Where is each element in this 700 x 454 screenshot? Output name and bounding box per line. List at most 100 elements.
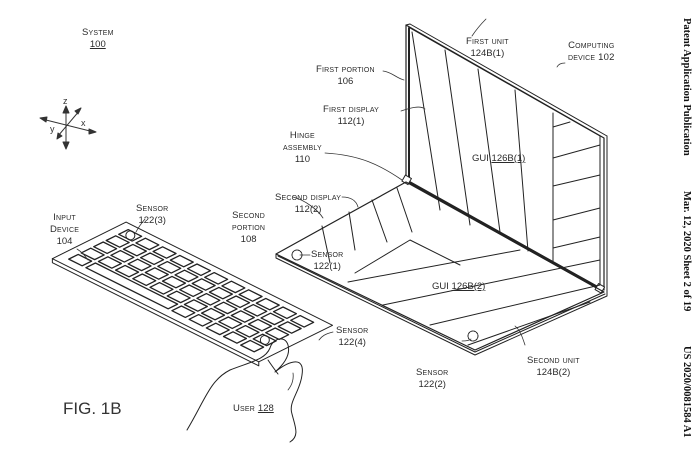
- keyboard-key: [105, 235, 130, 248]
- keyboard-key: [188, 313, 213, 327]
- leader-lines: [76, 18, 566, 391]
- label-sensor-1-ref: 122(1): [313, 261, 341, 272]
- label-sensor-4-ref: 122(4): [338, 337, 366, 348]
- keyboard-key: [186, 263, 212, 277]
- label-sensor-3: Sensor 122(3): [136, 203, 168, 227]
- label-second-portion-line1: Second: [232, 210, 265, 221]
- header-publication: Patent Application Publication: [681, 18, 692, 156]
- keyboard-key: [97, 256, 122, 269]
- keyboard-key: [183, 299, 208, 312]
- keyboard-key: [208, 286, 233, 300]
- keyboard-key: [222, 331, 248, 344]
- label-first-portion-name: First portion: [316, 64, 375, 75]
- keyboard-key: [213, 301, 238, 315]
- label-gui-2: GUI 126B(2): [432, 281, 485, 293]
- keyboard-key: [169, 254, 194, 268]
- keyboard-key: [171, 305, 196, 319]
- keyboard-key: [166, 290, 191, 304]
- keyboard-key: [80, 247, 105, 261]
- keyboard-key: [243, 303, 268, 317]
- label-input-device-line2: Device: [50, 224, 80, 235]
- keyboard-key: [290, 314, 315, 328]
- keyboard-base: [51, 221, 334, 363]
- sensor-122-3: [125, 230, 136, 241]
- label-hinge-line1: Hinge: [289, 130, 315, 141]
- label-sensor-1-name: Sensor: [311, 249, 344, 260]
- keyboard-key: [110, 249, 135, 263]
- keyboard-key: [149, 281, 174, 295]
- label-user: User 128: [233, 403, 274, 415]
- keyboard-key: [152, 246, 177, 259]
- label-second-display-ref: 112(2): [294, 204, 322, 215]
- keyboard-key: [235, 324, 260, 338]
- label-system: System 100: [82, 27, 114, 51]
- label-first-display-name: First display: [323, 104, 380, 115]
- label-second-unit-ref: 124B(2): [536, 367, 571, 378]
- keyboard-key: [93, 241, 118, 255]
- second-portion-108: [275, 181, 608, 356]
- y-axis-label: y: [50, 124, 55, 134]
- patent-header: Patent Application Publication Mar. 12, …: [672, 18, 692, 438]
- axes-icon: [39, 105, 97, 150]
- keyboard-key: [139, 252, 165, 266]
- label-hinge-line2: assembly: [283, 142, 322, 153]
- label-sensor-2-ref: 122(2): [418, 379, 446, 390]
- label-second-unit-name: Second unit: [527, 355, 580, 366]
- label-gui-2-prefix: GUI: [432, 281, 452, 292]
- keyboard-key: [277, 321, 302, 334]
- keyboard-key: [272, 306, 298, 320]
- keyboard-key: [255, 297, 280, 311]
- label-second-portion: Second portion 108: [232, 210, 265, 246]
- label-gui-2-ref: 126B(2): [451, 281, 486, 292]
- label-system-ref: 100: [89, 39, 106, 50]
- keyboard-spacebar: [85, 262, 179, 310]
- label-hinge-ref: 110: [294, 154, 310, 165]
- label-first-display-ref: 112(1): [337, 116, 365, 127]
- label-second-display-name: Second display: [275, 192, 342, 203]
- label-sensor-2-name: Sensor: [416, 367, 449, 378]
- input-device-104: [51, 221, 334, 367]
- keyboard-key: [161, 275, 187, 289]
- label-computing-device-line1: Computing: [568, 40, 615, 51]
- keyboard-key: [118, 228, 143, 242]
- keyboard-key: [204, 271, 229, 285]
- label-second-display: Second display 112(2): [275, 192, 341, 216]
- label-first-unit-ref: 124B(1): [470, 48, 505, 59]
- keyboard-key: [114, 264, 140, 278]
- keyboard-key: [144, 267, 169, 280]
- label-input-device: Input Device 104: [50, 212, 79, 248]
- label-first-unit-name: First unit: [466, 36, 509, 47]
- label-sensor-3-ref: 122(3): [138, 215, 166, 226]
- keyboard-key: [200, 307, 226, 321]
- label-second-portion-line2: portion: [232, 222, 266, 233]
- label-sensor-2: Sensor 122(2): [416, 367, 448, 391]
- label-sensor-4: Sensor 122(4): [336, 325, 368, 349]
- keyboard-key: [252, 333, 277, 347]
- keyboard-key: [179, 284, 204, 298]
- keyboard-key: [174, 269, 199, 283]
- label-first-portion-ref: 106: [337, 76, 354, 87]
- keyboard-key: [122, 243, 147, 257]
- first-portion-106: [405, 23, 608, 293]
- label-computing-device: Computing device 102: [568, 40, 615, 64]
- keyboard-key: [196, 292, 221, 306]
- header-date-sheet: Mar. 12, 2020 Sheet 2 of 19: [681, 190, 692, 312]
- keyboard-key: [221, 280, 246, 294]
- keyboard-key: [247, 318, 273, 332]
- label-first-portion: First portion 106: [316, 64, 375, 88]
- keyboard-key: [240, 339, 265, 353]
- label-gui-1: GUI 126B(1): [472, 153, 525, 165]
- keyboard-key: [135, 237, 160, 251]
- keyboard-key: [260, 312, 285, 326]
- keyboard-key: [238, 289, 263, 302]
- label-input-device-ref: 104: [56, 236, 73, 247]
- keyboard-key: [191, 278, 216, 291]
- label-gui-1-ref: 126B(1): [491, 153, 526, 164]
- user-hand: [186, 338, 303, 443]
- label-first-unit: First unit 124B(1): [466, 36, 509, 60]
- keyboard-key: [205, 322, 230, 336]
- label-sensor-1: Sensor 122(1): [311, 249, 343, 273]
- keyboard-key: [225, 295, 251, 309]
- header-number: US 2020/0081584 A1: [681, 346, 692, 438]
